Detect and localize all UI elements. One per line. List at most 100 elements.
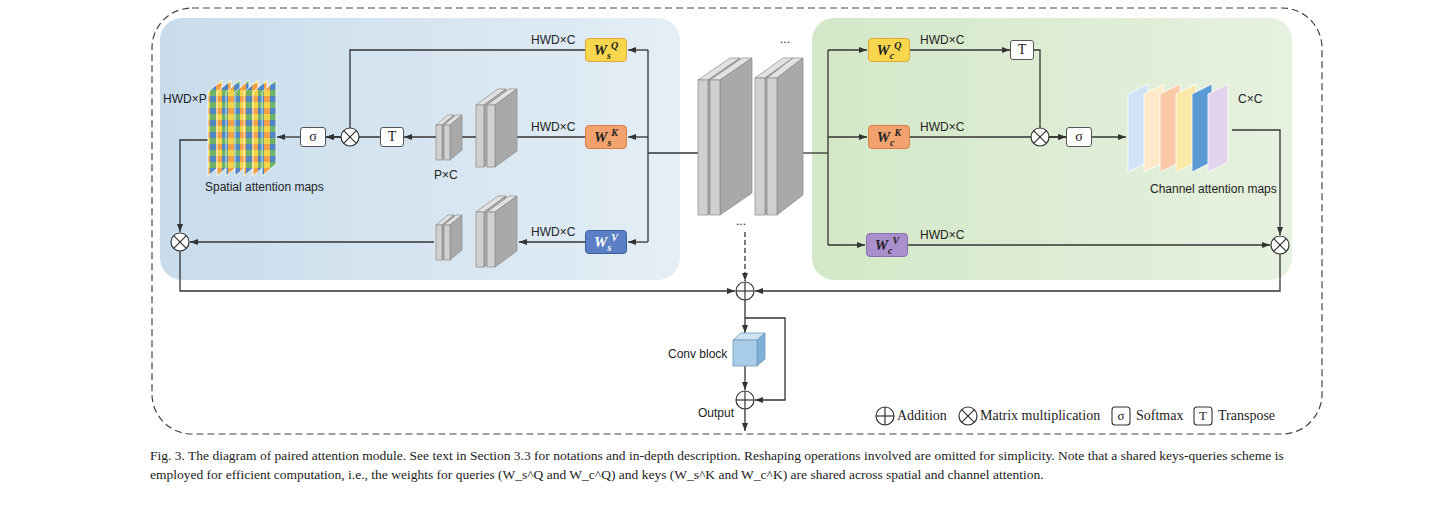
signal-line [744,300,745,333]
matmul-symbol [962,410,975,423]
weight-box: WsQ [585,38,627,62]
matmul-symbol [1034,131,1047,144]
matmul-symbol [344,131,357,144]
feature-slab [436,225,442,260]
map-caption: Spatial attention maps [205,180,324,194]
weight-box: WsK [585,125,627,149]
dimension-label: HWD×C [531,225,575,239]
matmul-symbol [174,236,187,249]
superscript: Q [894,40,901,51]
signal-line [628,241,648,242]
feature-slab [698,80,708,215]
node-text-group: T [388,130,397,144]
matmul-symbol [171,233,189,251]
legend-text: Softmax [1136,407,1183,425]
node-text: W [877,129,890,145]
signal-line [755,254,1280,291]
signal-line [803,152,828,153]
matmul-symbol [1271,236,1289,254]
signal-line [908,244,1270,245]
legend-symbol: T [1194,407,1212,425]
conv-block-cube [733,340,757,366]
feature-slab [450,215,462,260]
superscript: K [611,127,618,138]
subscript: c [890,50,894,61]
dimension-label: P×C [434,168,458,182]
node-text: W [875,237,888,253]
node-text: W [594,234,607,250]
channel-panel [812,18,1292,280]
feature-slab [710,58,752,215]
superscript: V [893,235,900,246]
flow-arrow [910,49,1010,50]
legend-text: Transpose [1218,407,1275,425]
operator-box: T [1010,40,1034,60]
addition-symbol [884,407,885,425]
block-label: Conv block [668,347,727,361]
dimension-label: HWD×C [920,228,964,242]
signal-line [828,244,865,245]
addition-symbol [736,282,754,300]
node-text-group: WsQ [594,43,618,58]
dimension-label: C×C [1238,92,1262,106]
signal-line [190,241,434,242]
node-text-group: WsV [594,235,618,250]
superscript: K [895,127,902,138]
legend-text: Matrix multiplication [980,407,1100,425]
matmul-symbol [1274,239,1287,252]
matmul-symbol [1031,128,1049,146]
superscript: V [611,232,618,243]
conv-block-cube [757,333,765,366]
matmul-symbol [171,233,189,251]
feature-slab [476,105,484,167]
operator-symbol [171,128,1289,425]
operator-box: σ [1066,127,1092,147]
signal-line [827,50,828,245]
feature-slab [495,89,517,167]
operator-box: T [380,127,404,147]
dimension-label: HWD×P [163,92,207,106]
matmul-symbol [1274,239,1287,252]
signal-line [744,409,745,431]
node-text-group: σ [309,130,317,144]
feature-slab [777,58,803,215]
node-text: W [594,42,607,58]
dimension-label: HWD×C [531,120,575,134]
matmul-symbol [341,128,359,146]
addition-symbol [876,407,894,425]
signal-line [828,136,867,137]
feature-slab [495,196,517,267]
matmul-symbol [962,410,975,423]
addition-symbol [876,407,894,425]
feature-slab [767,78,777,215]
matmul-symbol [1034,131,1047,144]
signal-line [828,49,867,50]
feature-slab [487,105,495,167]
signal-line [628,136,648,137]
signal-line [647,50,648,242]
feature-slab [487,212,495,267]
node-text-group: σ [1075,130,1083,144]
ellipsis: ... [780,32,790,46]
matmul-symbol [1031,128,1049,146]
legend-sample [1112,407,1212,425]
node-text: σ [309,129,317,144]
matmul-symbol [959,407,977,425]
signal-line [744,232,745,281]
output-label: Output [698,406,734,420]
feature-slab [476,212,484,267]
feature-slab [487,89,517,167]
dimension-label: HWD×C [920,33,964,47]
addition-symbol [736,391,754,409]
subscript: c [890,137,894,148]
feature-slab [755,78,765,215]
matmul-symbol [1271,236,1289,254]
node-text: T [388,129,397,144]
map-caption: Channel attention maps [1150,182,1277,196]
feature-slab [436,125,442,160]
node-text-group: WcQ [876,43,901,58]
legend-symbol: σ [1112,407,1130,425]
conv-block-cube [733,333,765,366]
matmul-symbol [174,236,187,249]
feature-slab [767,58,803,215]
